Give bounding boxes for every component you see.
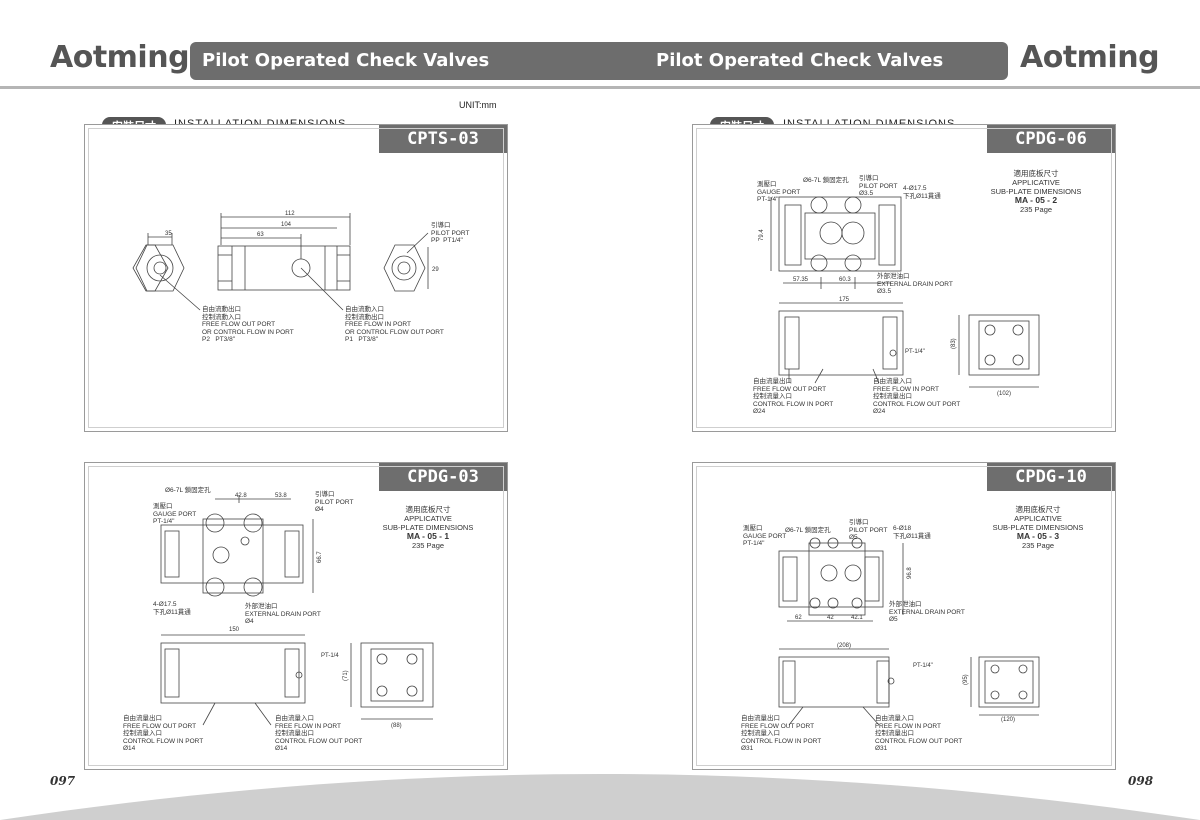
page-number-right: 098 [1128, 774, 1154, 788]
unit-label: UNIT:mm [459, 100, 497, 110]
title-left: Pilot Operated Check Valves [202, 50, 490, 71]
panel-cpts-03: CPTS-03 35 [84, 124, 508, 432]
panel-cpdg-03: CPDG-03 適用底板尺寸 APPLICATIVE SUB-PLATE DIM… [84, 462, 508, 770]
title-right: Pilot Operated Check Valves [656, 50, 944, 71]
brand-logo-left: Aotming [50, 40, 190, 75]
panel-cpdg-10: CPDG-10 適用底板尺寸 APPLICATIVE SUB-PLATE DIM… [692, 462, 1116, 770]
panel-cpdg-06: CPDG-06 適用底板尺寸 APPLICATIVE SUB-PLATE DIM… [692, 124, 1116, 432]
page-number-left: 097 [50, 774, 76, 788]
brand-logo-right: Aotming [1020, 40, 1160, 75]
header-rule [0, 86, 1200, 89]
title-bar: Pilot Operated Check Valves Pilot Operat… [190, 42, 1008, 80]
